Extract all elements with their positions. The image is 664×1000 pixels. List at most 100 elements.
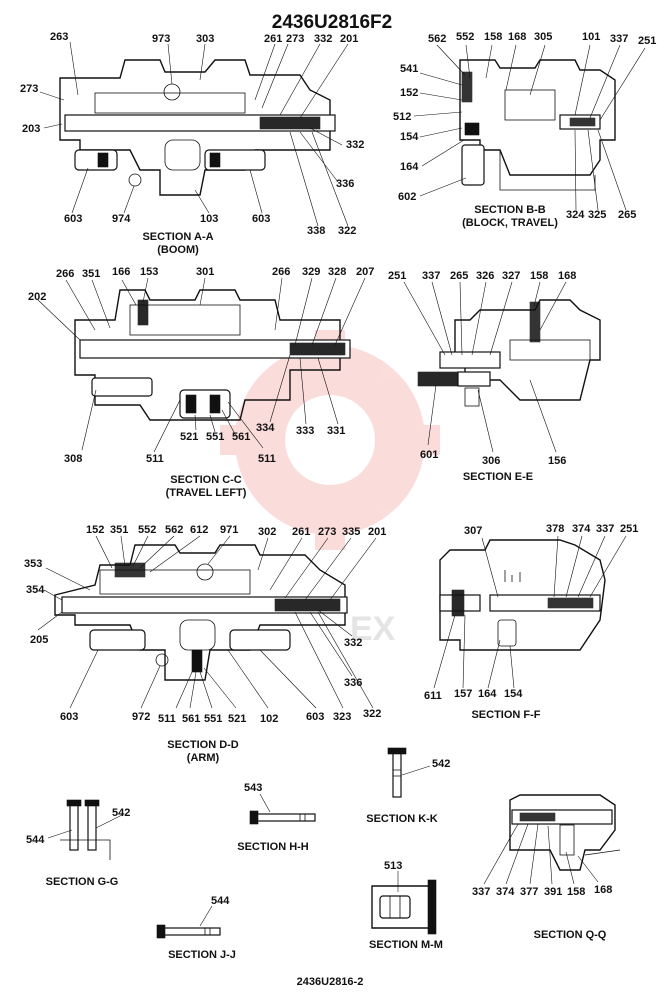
part-callout-number: 511 bbox=[158, 713, 176, 725]
section-g-g-title: SECTION G-G bbox=[46, 876, 119, 888]
part-callout-number: 301 bbox=[196, 266, 214, 278]
part-callout-number: 326 bbox=[476, 270, 494, 282]
part-callout-number: 266 bbox=[272, 266, 290, 278]
part-callout-number: 327 bbox=[502, 270, 520, 282]
section-c-c-callouts: 266 351 166 153 301 266 329 328 207 202 … bbox=[28, 266, 374, 465]
part-callout-number: 551 bbox=[206, 431, 224, 443]
part-callout-number: 335 bbox=[342, 526, 360, 538]
part-callout-number: 329 bbox=[302, 266, 320, 278]
part-callout-number: 561 bbox=[182, 713, 200, 725]
part-callout-number: 166 bbox=[112, 266, 130, 278]
drawing-number-footer: 2436U2816-2 bbox=[297, 976, 364, 988]
section-b-b-drawing bbox=[459, 59, 616, 191]
part-callout-number: 201 bbox=[368, 526, 386, 538]
part-callout-number: 207 bbox=[356, 266, 374, 278]
part-callout-number: 305 bbox=[534, 31, 552, 43]
section-c-c-title: SECTION C-C bbox=[170, 474, 242, 486]
watermark-text: EX bbox=[350, 610, 396, 648]
part-callout-number: 152 bbox=[400, 87, 418, 99]
part-callout-number: 168 bbox=[594, 884, 612, 896]
section-a-a-subtitle: (BOOM) bbox=[157, 244, 199, 256]
part-callout-number: 103 bbox=[200, 213, 218, 225]
section-f-f-leaders bbox=[433, 535, 627, 689]
part-callout-number: 273 bbox=[286, 33, 304, 45]
section-a-a-leaders bbox=[39, 41, 349, 227]
part-callout-number: 336 bbox=[344, 677, 362, 689]
part-callout-number: 325 bbox=[588, 209, 606, 221]
section-h-h-callout: 543 bbox=[244, 782, 262, 794]
section-f-f-title: SECTION F-F bbox=[471, 709, 540, 721]
part-callout-number: 552 bbox=[456, 31, 474, 43]
part-callout-number: 612 bbox=[190, 524, 208, 536]
part-callout-number: 251 bbox=[638, 35, 656, 47]
section-k-k-callout: 542 bbox=[432, 758, 450, 770]
section-c-c-subtitle: (TRAVEL LEFT) bbox=[166, 487, 247, 499]
part-callout-number: 265 bbox=[450, 270, 468, 282]
part-callout-number: 521 bbox=[228, 713, 246, 725]
part-callout-number: 351 bbox=[110, 524, 128, 536]
part-callout-number: 308 bbox=[64, 453, 82, 465]
part-callout-number: 603 bbox=[252, 213, 270, 225]
part-callout-number: 306 bbox=[482, 455, 500, 467]
section-g-g-callout: 542 bbox=[112, 807, 130, 819]
section-j-j-title: SECTION J-J bbox=[168, 949, 236, 961]
part-callout-number: 102 bbox=[260, 713, 278, 725]
part-callout-number: 354 bbox=[26, 584, 45, 596]
watermark-gear-logo bbox=[220, 330, 440, 550]
section-q-q-leaders bbox=[483, 823, 599, 885]
part-callout-number: 374 bbox=[572, 523, 591, 535]
part-callout-number: 328 bbox=[328, 266, 346, 278]
diagram-title: 2436U2816F2 bbox=[272, 12, 392, 33]
part-callout-number: 552 bbox=[138, 524, 156, 536]
section-d-d-title: SECTION D-D bbox=[167, 739, 239, 751]
section-q-q-title: SECTION Q-Q bbox=[534, 929, 607, 941]
section-e-e-leaders bbox=[403, 281, 567, 453]
section-b-b-callouts: 562 552 158 168 305 101 337 251 541 152 … bbox=[393, 31, 656, 221]
part-callout-number: 153 bbox=[140, 266, 158, 278]
section-e-e-drawing bbox=[417, 299, 601, 407]
part-callout-number: 164 bbox=[478, 688, 497, 700]
part-callout-number: 521 bbox=[180, 431, 198, 443]
part-callout-number: 603 bbox=[306, 711, 324, 723]
part-callout-number: 511 bbox=[146, 453, 164, 465]
section-h-h-title: SECTION H-H bbox=[237, 841, 309, 853]
part-callout-number: 154 bbox=[400, 131, 419, 143]
section-q-q-drawing bbox=[509, 794, 621, 871]
section-b-b-leaders bbox=[413, 44, 646, 211]
part-callout-number: 562 bbox=[428, 33, 446, 45]
part-callout-number: 261 bbox=[264, 33, 282, 45]
part-callout-number: 561 bbox=[232, 431, 250, 443]
section-d-d-leaders bbox=[37, 535, 377, 709]
part-callout-number: 603 bbox=[60, 711, 78, 723]
part-callout-number: 337 bbox=[610, 33, 628, 45]
part-callout-number: 334 bbox=[256, 422, 275, 434]
part-callout-number: 972 bbox=[132, 711, 150, 723]
section-k-k-drawing bbox=[387, 747, 407, 798]
part-callout-number: 337 bbox=[596, 523, 614, 535]
section-b-b-subtitle: (BLOCK, TRAVEL) bbox=[462, 217, 558, 229]
part-callout-number: 331 bbox=[327, 425, 345, 437]
section-a-a-drawing bbox=[59, 59, 336, 196]
part-callout-number: 157 bbox=[454, 688, 472, 700]
part-callout-number: 265 bbox=[618, 209, 636, 221]
part-callout-number: 541 bbox=[400, 63, 418, 75]
part-callout-number: 603 bbox=[64, 213, 82, 225]
part-callout-number: 303 bbox=[196, 33, 214, 45]
part-callout-number: 338 bbox=[307, 225, 325, 237]
part-callout-number: 973 bbox=[152, 33, 170, 45]
part-callout-number: 205 bbox=[30, 634, 48, 646]
section-j-j-callout: 544 bbox=[211, 895, 230, 907]
part-callout-number: 201 bbox=[340, 33, 358, 45]
section-b-b-title: SECTION B-B bbox=[474, 204, 546, 216]
part-callout-number: 158 bbox=[530, 270, 548, 282]
part-callout-number: 168 bbox=[558, 270, 576, 282]
part-callout-number: 158 bbox=[484, 31, 502, 43]
part-callout-number: 266 bbox=[56, 268, 74, 280]
part-callout-number: 164 bbox=[400, 161, 419, 173]
part-callout-number: 322 bbox=[363, 708, 381, 720]
section-m-m-title: SECTION M-M bbox=[369, 939, 443, 951]
part-callout-number: 611 bbox=[424, 690, 442, 702]
part-callout-number: 337 bbox=[472, 886, 490, 898]
section-g-g-callout: 544 bbox=[26, 834, 45, 846]
